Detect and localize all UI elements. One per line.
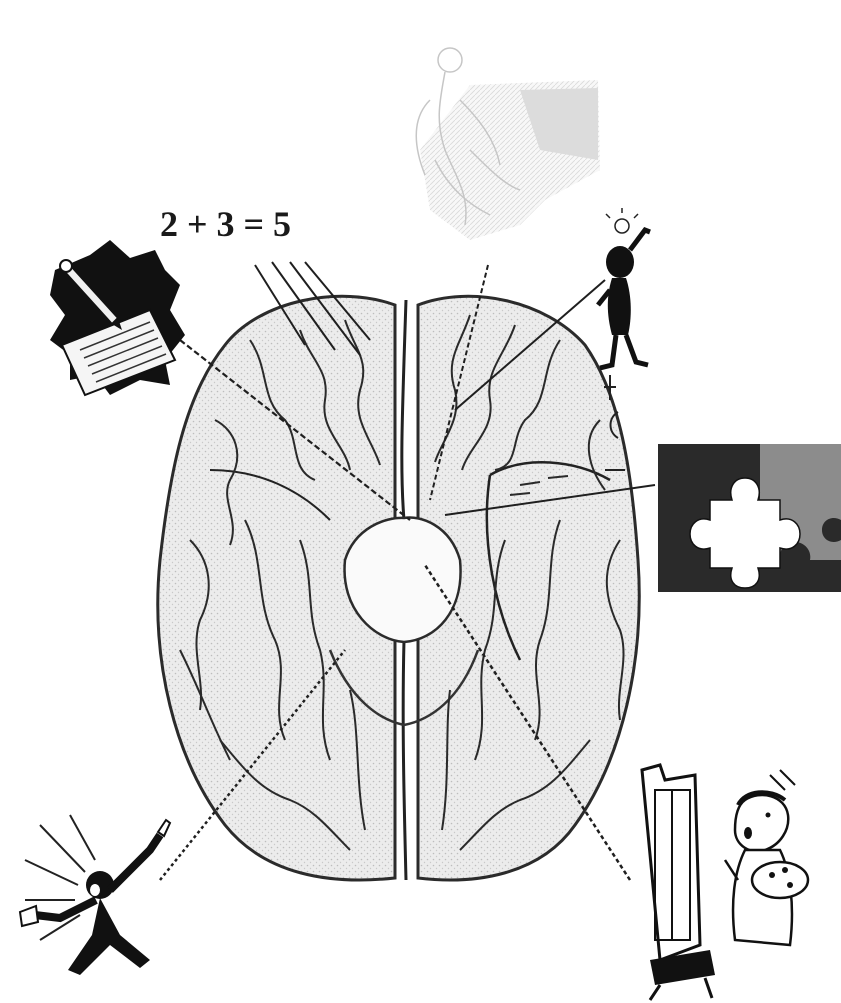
equation-label: 2 + 3 = 5	[160, 204, 291, 244]
writing-notepad-icon	[50, 240, 185, 395]
shouting-speaker-icon	[20, 815, 170, 975]
painter-at-easel-icon	[642, 765, 808, 1000]
brain-illustration	[158, 296, 639, 880]
person-in-landscape-icon	[416, 48, 600, 240]
puzzle-piece-icon	[658, 444, 841, 592]
